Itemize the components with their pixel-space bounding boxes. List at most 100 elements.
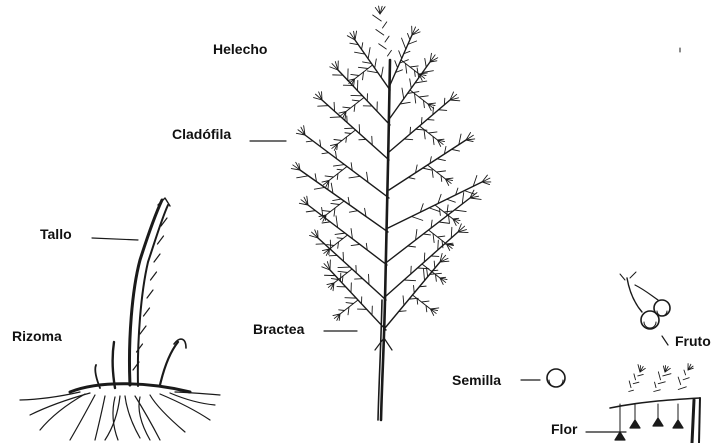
cladode-needle — [408, 178, 415, 179]
cladode-needle — [419, 96, 428, 97]
cladode-needle — [338, 271, 348, 272]
cladode-needle — [439, 110, 447, 111]
cladode-needle — [379, 44, 387, 49]
cladode-needle — [678, 387, 686, 390]
cladode-needle — [654, 390, 660, 392]
flower-branch — [610, 398, 700, 408]
cladode-needle — [406, 64, 407, 74]
flower-bell — [653, 418, 663, 426]
flower-bell — [615, 432, 625, 440]
cladode-needle — [429, 208, 440, 212]
spear-scale — [144, 308, 150, 316]
cladode-needle — [331, 203, 340, 204]
cladode-needle — [407, 33, 409, 39]
cladode-needle — [684, 370, 686, 375]
flower-stem — [692, 400, 694, 443]
cladode-needle — [385, 36, 389, 42]
cladode-needle — [333, 199, 342, 200]
spear-scale — [147, 290, 153, 298]
cladode-needle — [358, 67, 368, 68]
cladode-needle — [339, 310, 345, 311]
cladode-needle — [424, 253, 425, 262]
label-helecho: Helecho — [213, 41, 267, 57]
cladode-needle — [452, 149, 460, 151]
root — [105, 396, 120, 440]
cladode-needle — [444, 98, 445, 105]
fruit-drawing — [620, 272, 670, 329]
root — [125, 396, 140, 438]
cladode-needle — [297, 176, 309, 178]
cladode-needle — [427, 120, 434, 121]
cladode-needle — [376, 30, 384, 35]
cladode-needle — [431, 270, 438, 271]
root — [95, 396, 105, 440]
cladode-needle — [414, 285, 415, 292]
cladode-needle — [458, 232, 468, 233]
cladode-needle — [362, 43, 363, 50]
cladode-needle — [335, 233, 345, 234]
cladode-needle — [375, 59, 377, 68]
cladode-needle — [415, 94, 416, 104]
cladode-needle — [343, 107, 351, 108]
spear-scale — [158, 236, 164, 244]
cladode-needle — [470, 198, 481, 199]
cladode-needle — [351, 74, 359, 75]
cladode-needle — [425, 58, 426, 67]
cladode-needle — [438, 236, 445, 237]
cladode-needle — [444, 211, 452, 212]
cladode-needle — [337, 238, 343, 239]
label-semilla: Semilla — [452, 372, 501, 388]
cladode-needle — [322, 222, 330, 223]
cladode-needle — [337, 169, 342, 170]
cladode-needle — [429, 132, 437, 133]
cladode-needle — [404, 139, 412, 140]
fruit-berry — [654, 300, 670, 316]
root — [175, 392, 220, 395]
cladode-needle — [306, 211, 315, 212]
cladode-needle — [450, 100, 460, 101]
spear-scale — [154, 254, 160, 262]
seed-body — [547, 369, 565, 387]
fruit-leaf — [630, 272, 636, 278]
cladode-needle — [383, 22, 387, 28]
cladode-needle — [352, 100, 359, 101]
rhizome-bud — [160, 342, 178, 385]
cladode-needle — [423, 234, 430, 235]
cladode-needle — [399, 51, 402, 59]
cladode-needle — [346, 303, 353, 304]
cladode-needle — [349, 176, 360, 178]
label-rizoma: Rizoma — [12, 328, 62, 344]
root — [170, 393, 215, 405]
seed-drawing — [547, 369, 565, 387]
cladode-needle — [402, 88, 404, 99]
cladode-needle — [658, 382, 665, 384]
cladode-needle — [678, 377, 681, 385]
cladode-needle — [318, 106, 329, 107]
cladode-needle — [663, 374, 671, 376]
cladode-needle — [423, 168, 432, 170]
cladode-needle — [434, 261, 435, 268]
fern-frond-drawing — [291, 6, 490, 420]
cladode-needle — [368, 48, 370, 59]
cladode-needle — [408, 246, 416, 247]
cladode-needle — [412, 217, 423, 221]
cladode-needle — [404, 280, 416, 281]
cladode-needle — [359, 125, 360, 134]
cladode-needle — [327, 245, 334, 246]
fern-main-stem — [381, 60, 390, 420]
cladode-needle — [410, 79, 412, 88]
flower-bell — [673, 420, 683, 428]
flower-bell — [630, 420, 640, 428]
cladode-needle — [447, 199, 456, 202]
cladode-needle — [334, 139, 342, 140]
cladode-needle — [345, 133, 351, 134]
cladode-needle — [655, 382, 656, 387]
cladode-needle — [634, 374, 636, 380]
cladode-needle — [419, 286, 426, 287]
cladode-needle — [388, 50, 392, 56]
label-cladofila: Cladófila — [172, 126, 231, 142]
cladode-needle — [403, 296, 404, 306]
fruit-stalk — [627, 278, 642, 312]
